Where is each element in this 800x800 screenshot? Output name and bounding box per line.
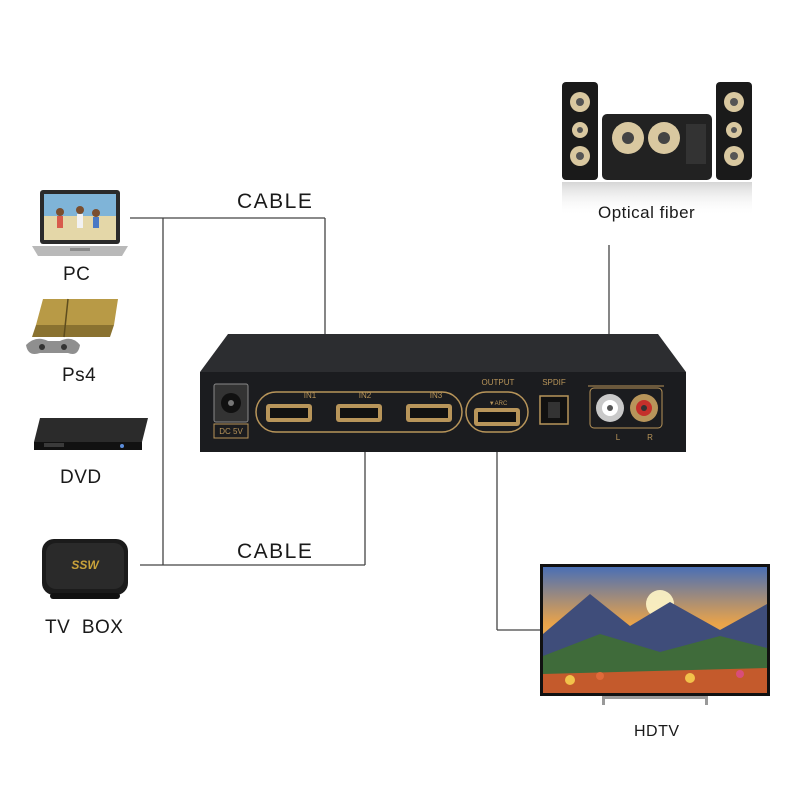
hdtv-label: HDTV xyxy=(634,723,680,740)
arc-label: ▼ARC xyxy=(489,401,508,407)
laptop-icon xyxy=(32,190,128,256)
output-label: OUTPUT xyxy=(482,378,515,387)
speakers-label: Optical fiber xyxy=(598,203,696,222)
speakers-icon xyxy=(562,82,752,216)
source-label-pc: PC xyxy=(63,264,91,285)
spdif-label: SPDIF xyxy=(542,378,566,387)
tvbox-brand-text: SSW xyxy=(71,558,100,572)
game-console-icon xyxy=(26,298,118,354)
cable-label-top: CABLE xyxy=(237,190,314,213)
cable-label-bottom: CABLE xyxy=(237,540,314,563)
source-label-ps4: Ps4 xyxy=(62,365,97,386)
dvd-player-icon xyxy=(34,418,148,450)
left-label: L xyxy=(616,433,621,442)
tv-box-icon: SSW xyxy=(42,539,128,599)
source-label-dvd: DVD xyxy=(60,467,102,488)
source-label-tvbox: TV BOX xyxy=(45,617,124,638)
hdtv-icon xyxy=(540,564,770,705)
right-label: R xyxy=(647,433,653,442)
input-label-3: IN3 xyxy=(430,391,443,400)
dc-label: DC 5V xyxy=(219,427,243,436)
input-label-2: IN2 xyxy=(359,391,372,400)
input-label-1: IN1 xyxy=(304,391,317,400)
hdmi-switch: DC 5V IN1 IN2 IN3 OUTPUT ▼ARC SPDIF L R xyxy=(200,334,686,452)
